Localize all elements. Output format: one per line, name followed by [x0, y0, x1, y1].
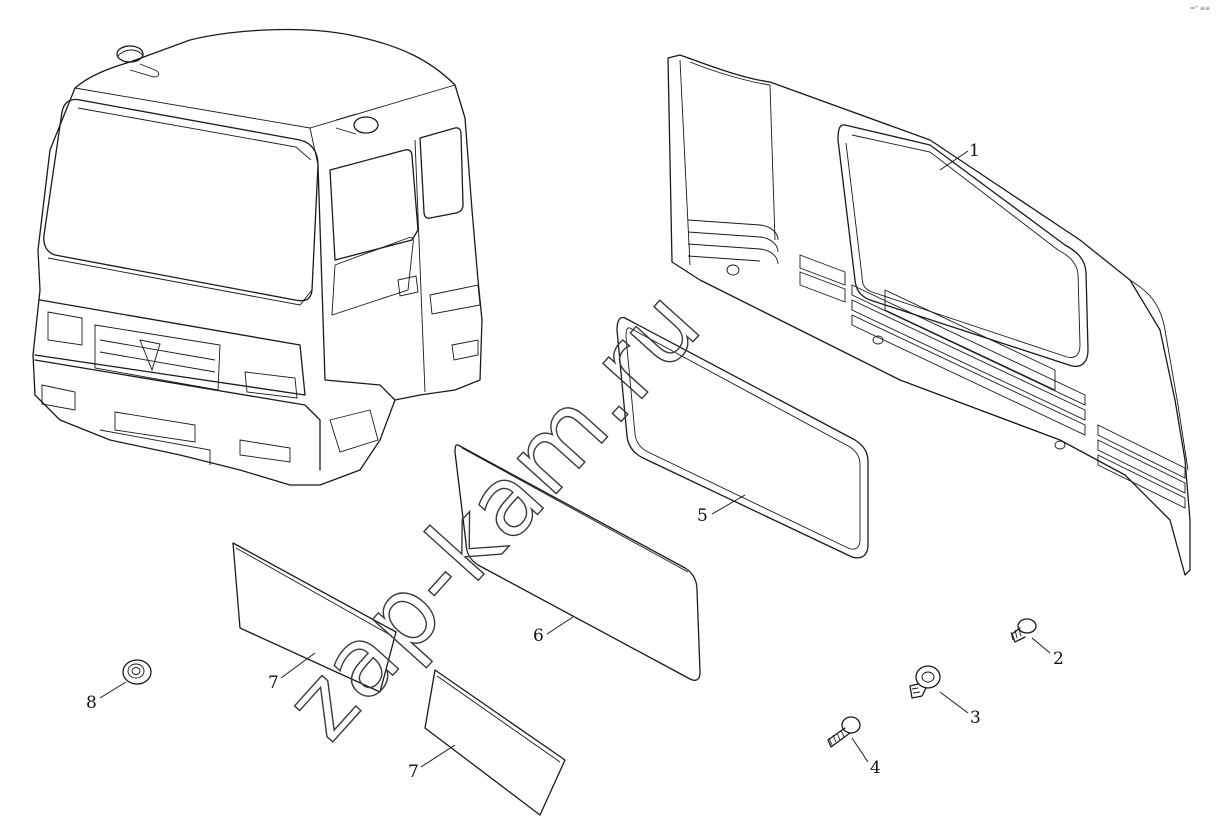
nut-part-8	[122, 659, 152, 685]
callout-7-left: 7	[268, 673, 279, 693]
callout-5: 5	[697, 506, 708, 526]
truck-cab-drawing	[32, 28, 483, 486]
pad-part-7-bottom	[424, 669, 566, 816]
callout-1: 1	[969, 141, 980, 161]
watermark-text: zap-kam.ru	[264, 268, 723, 760]
screw-part-4	[827, 716, 861, 748]
callout-7-bottom: 7	[408, 762, 419, 782]
callout-4: 4	[870, 758, 881, 778]
callout-labels: 1 2 3 4 5 6 7 7 8	[86, 141, 1064, 782]
callout-8: 8	[86, 693, 97, 713]
rear-panel-part-1	[667, 54, 1191, 576]
leader-lines	[99, 150, 1051, 768]
bolt-part-2	[1010, 618, 1037, 643]
window-glass-part-5	[616, 316, 869, 559]
callout-6: 6	[533, 626, 544, 646]
push-clip-part-3	[909, 665, 941, 699]
insulation-pad-part-6	[454, 444, 701, 681]
callout-3: 3	[970, 708, 981, 728]
corner-mark: =° ≡≡	[1190, 5, 1210, 12]
callout-2: 2	[1053, 649, 1064, 669]
pad-part-7-left	[232, 542, 397, 693]
